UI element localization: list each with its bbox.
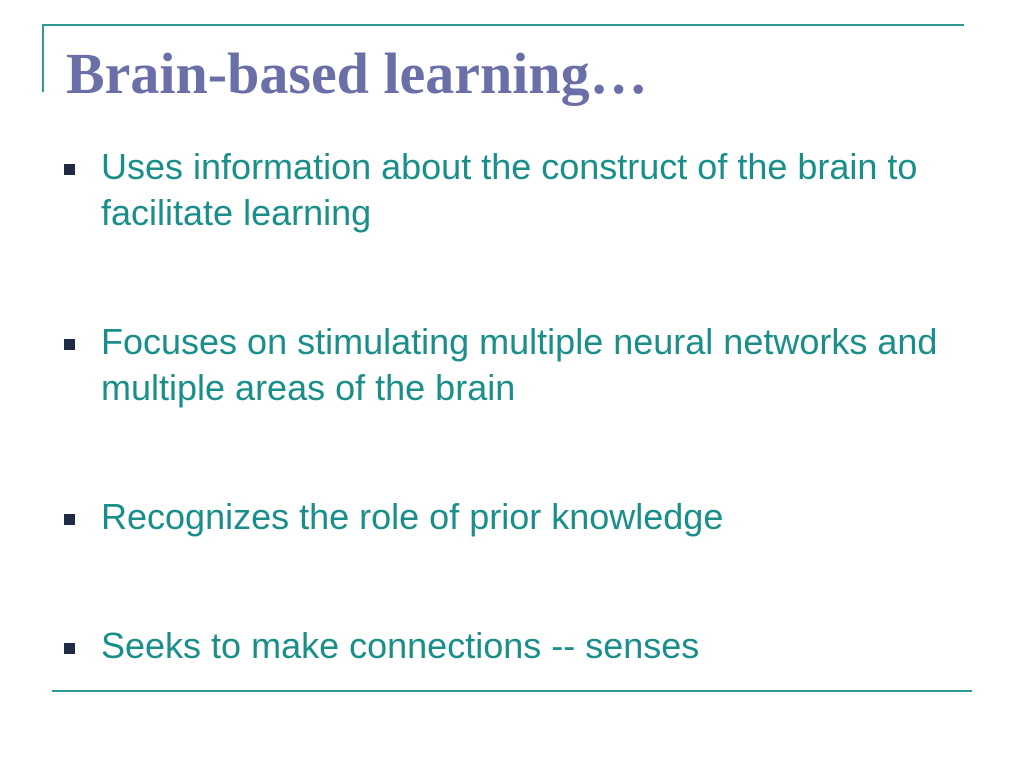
frame-top-line bbox=[42, 24, 964, 26]
bullet-item: Uses information about the construct of … bbox=[64, 144, 944, 236]
bullet-list: Uses information about the construct of … bbox=[64, 144, 944, 669]
square-bullet-icon bbox=[64, 514, 75, 525]
slide-title: Brain-based learning… bbox=[66, 41, 648, 106]
square-bullet-icon bbox=[64, 164, 75, 175]
bullet-item: Seeks to make connections -- senses bbox=[64, 623, 944, 669]
bullet-item: Recognizes the role of prior knowledge bbox=[64, 494, 944, 540]
bullet-text: Focuses on stimulating multiple neural n… bbox=[101, 321, 938, 408]
frame-bottom-line bbox=[52, 690, 972, 692]
square-bullet-icon bbox=[64, 339, 75, 350]
bullet-text: Recognizes the role of prior knowledge bbox=[101, 496, 724, 537]
bullet-item: Focuses on stimulating multiple neural n… bbox=[64, 319, 944, 411]
frame-left-line bbox=[42, 24, 44, 92]
bullet-text: Seeks to make connections -- senses bbox=[101, 625, 700, 666]
bullet-text: Uses information about the construct of … bbox=[101, 146, 918, 233]
square-bullet-icon bbox=[64, 643, 75, 654]
